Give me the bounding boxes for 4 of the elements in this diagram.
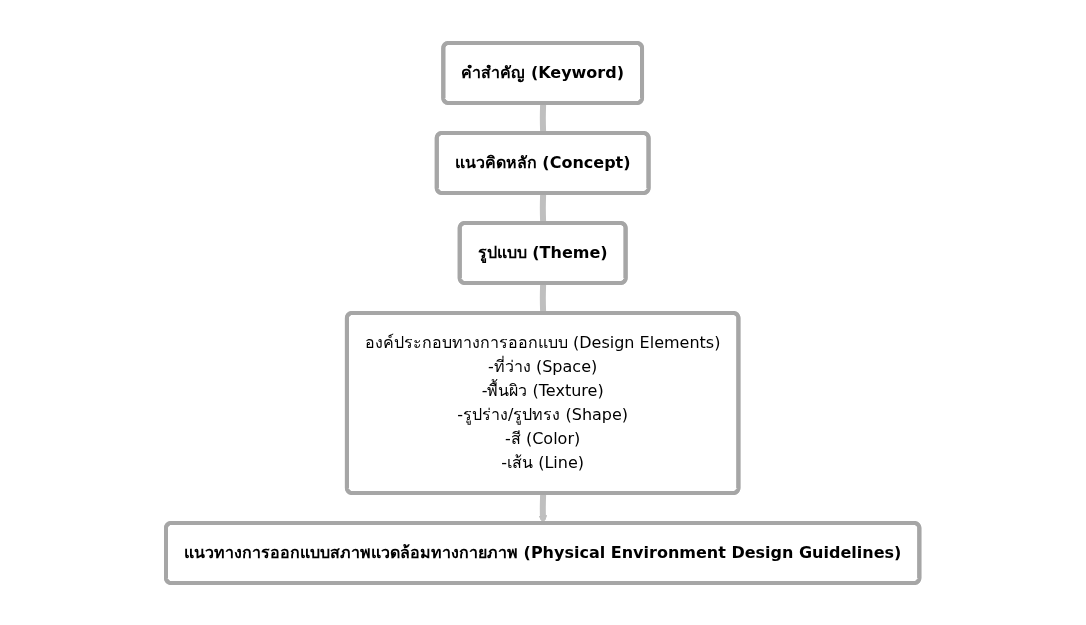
connector bbox=[540, 192, 547, 224]
node-text: แนวทางการออกแบบสภาพแวดล้อมทางกายภาพ (Physical Environment Design Guidelines) bbox=[184, 542, 902, 562]
connector bbox=[540, 102, 547, 134]
connector bbox=[540, 282, 547, 314]
